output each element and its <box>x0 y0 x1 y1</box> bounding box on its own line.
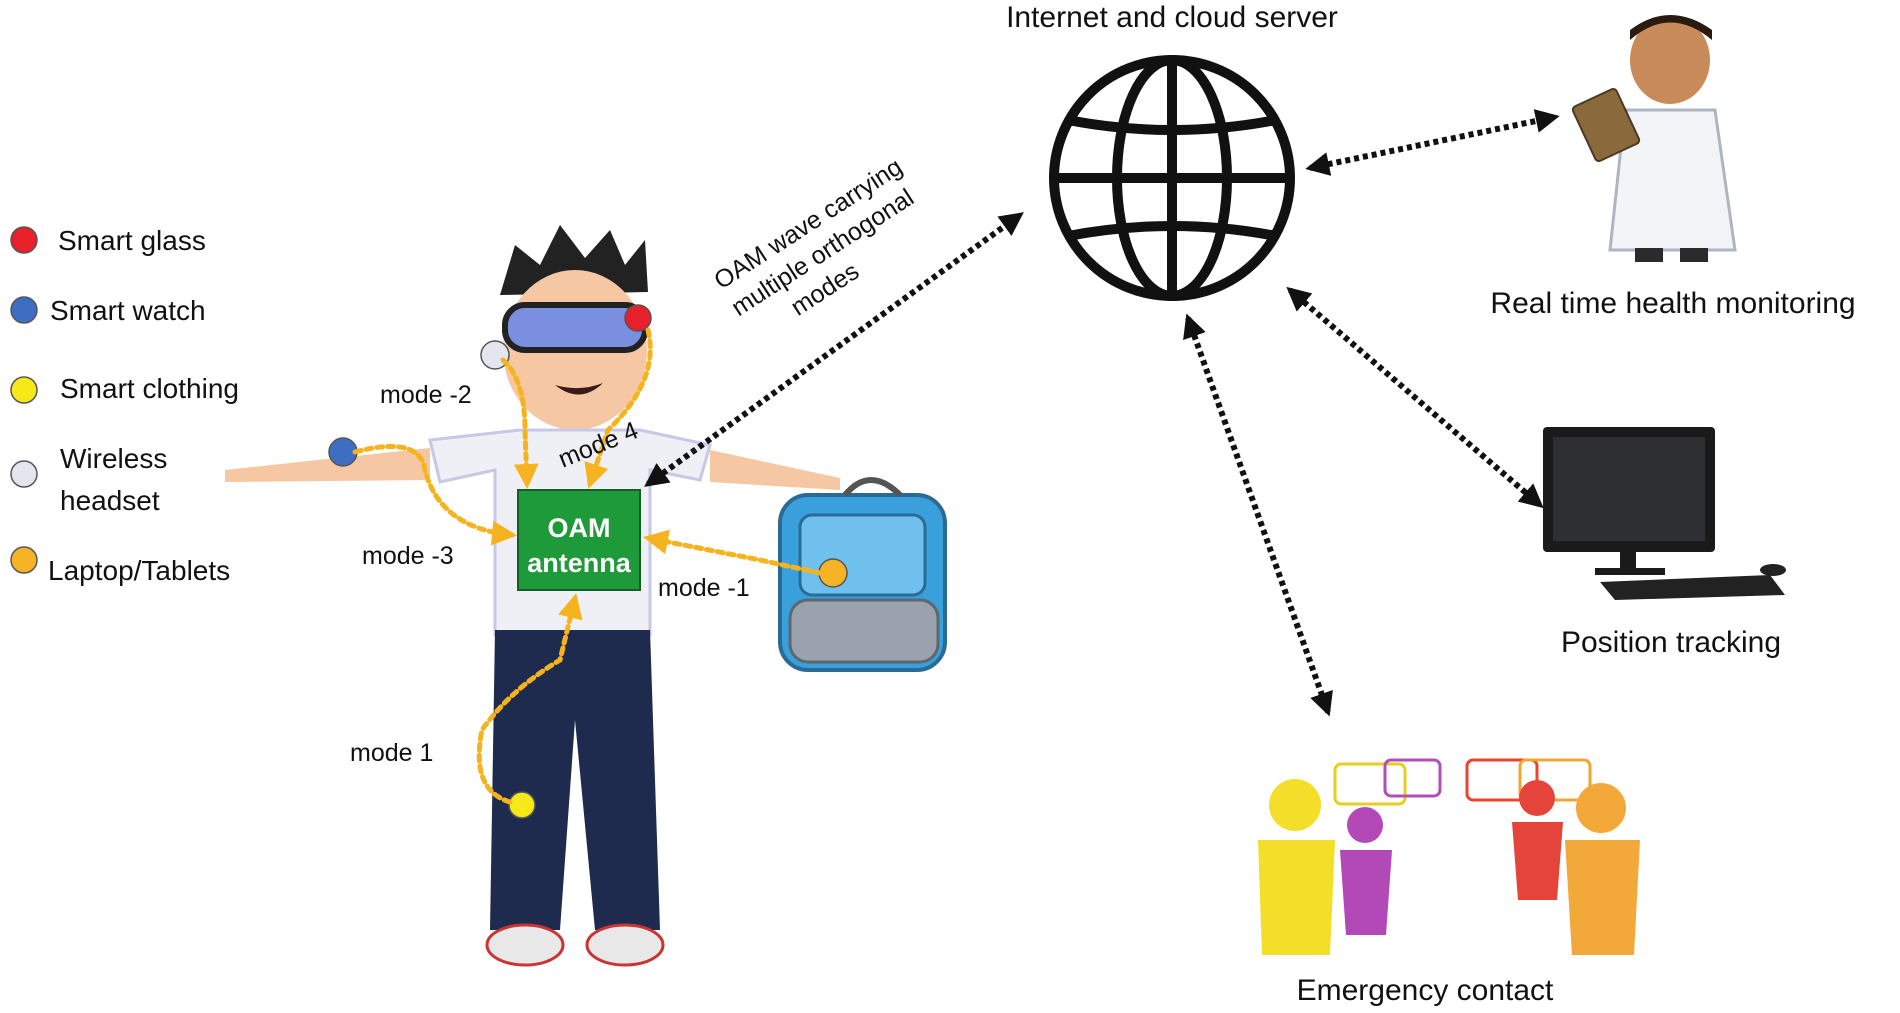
sensor-smart-clothing <box>508 791 536 819</box>
link-antenna-cloud <box>644 212 1024 487</box>
sensor-laptop-tablet <box>818 558 848 588</box>
legend: Smart glass Smart watch Smart clothing W… <box>10 225 239 586</box>
computer-monitor-icon <box>1543 427 1786 600</box>
legend-dot-smart-clothing <box>10 376 38 404</box>
doctor-icon <box>1571 15 1737 262</box>
emergency-contact-label: Emergency contact <box>1297 974 1554 1007</box>
health-monitoring-label: Real time health monitoring <box>1490 287 1855 320</box>
legend-dot-laptop-tablets <box>10 546 38 574</box>
legend-dot-smart-watch <box>10 296 38 324</box>
backpack-device <box>778 477 947 672</box>
legend-label-wireless: Wireless <box>60 443 167 474</box>
label-mode-1: mode 1 <box>350 739 433 767</box>
oam-antenna-line1: OAM <box>548 513 611 543</box>
cloud-server-label: Internet and cloud server <box>1006 1 1338 34</box>
link-mode-minus2 <box>500 357 539 489</box>
legend-label-headset: headset <box>60 485 160 516</box>
link-mode-minus3 <box>352 443 517 546</box>
emergency-contact-people-icon <box>1258 758 1640 955</box>
link-cloud-tracking <box>1286 286 1544 509</box>
legend-dot-wireless-headset <box>10 460 38 488</box>
link-mode-minus1 <box>643 529 823 576</box>
legend-label-smart-watch: Smart watch <box>50 295 206 326</box>
legend-label-smart-clothing: Smart clothing <box>60 373 239 404</box>
link-mode-1 <box>476 593 583 805</box>
sensor-smart-glass <box>624 304 652 332</box>
link-cloud-emergency <box>1183 313 1333 717</box>
oam-antenna: OAM antenna <box>517 489 641 591</box>
oam-wave-label: OAM wave carrying multiple orthogonal mo… <box>709 153 919 322</box>
position-tracking-label: Position tracking <box>1561 626 1781 659</box>
label-mode-minus2: mode -2 <box>380 381 472 409</box>
legend-dot-smart-glass <box>10 226 38 254</box>
label-mode-minus1: mode -1 <box>658 574 750 602</box>
link-cloud-health <box>1305 109 1560 176</box>
legend-label-laptop-tablets: Laptop/Tablets <box>48 555 230 586</box>
label-mode-minus3: mode -3 <box>362 542 454 570</box>
oam-antenna-line2: antenna <box>527 548 632 578</box>
legend-label-smart-glass: Smart glass <box>58 225 206 256</box>
globe-icon <box>1049 55 1295 301</box>
